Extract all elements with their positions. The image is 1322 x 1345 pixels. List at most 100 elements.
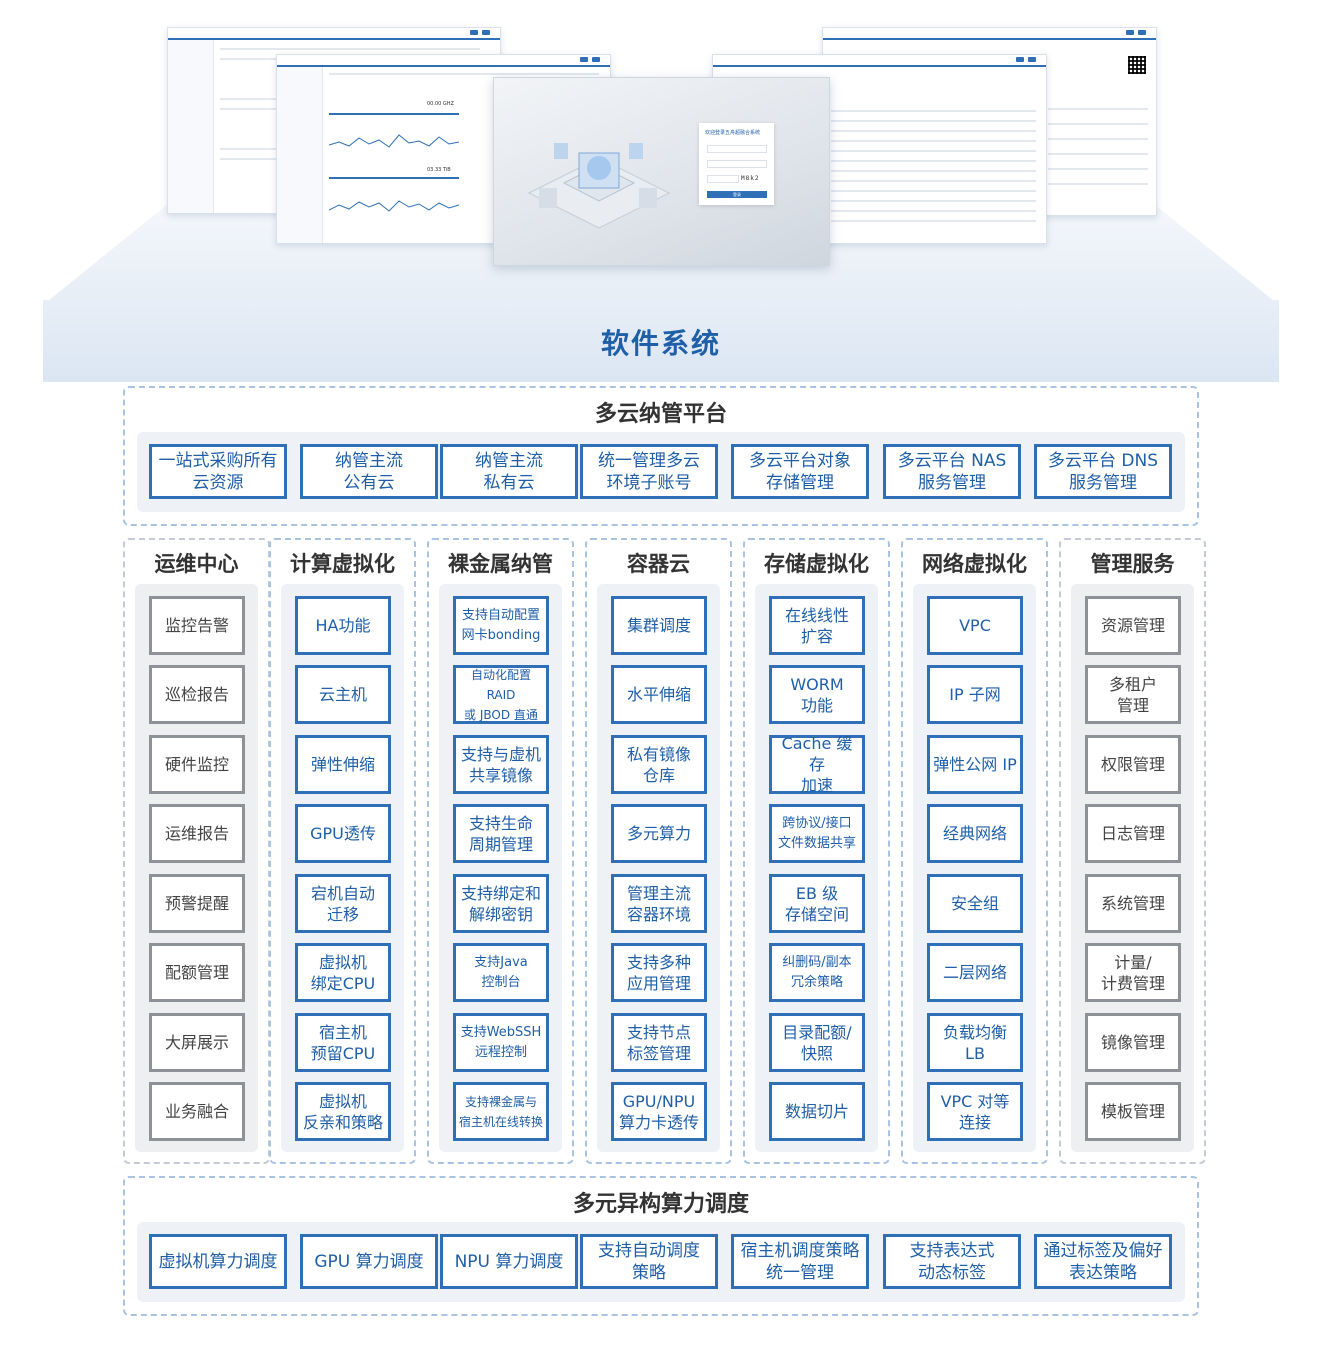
- screenshot-sidebar: [277, 67, 323, 243]
- scheduling-item: 通过标签及偏好 表达策略: [1034, 1234, 1172, 1289]
- capability-item: 数据切片: [769, 1082, 865, 1141]
- capability-item: 纠删码/副本 冗余策略: [769, 943, 865, 1002]
- multi-cloud-panel: 一站式采购所有 云资源 纳管主流 公有云 纳管主流 私有云 统一管理多云 环境子…: [137, 432, 1185, 512]
- captcha-input[interactable]: [707, 175, 739, 183]
- capability-item: 权限管理: [1085, 735, 1181, 794]
- screenshot-topbar: [823, 28, 1156, 40]
- multi-cloud-item: 纳管主流 私有云: [440, 444, 578, 499]
- column-bare-metal: 裸金属纳管支持自动配置 网卡bonding 自动化配置 RAID 或 JBOD 直…: [427, 538, 574, 1164]
- capability-item: 大屏展示: [149, 1013, 245, 1072]
- scheduling-panel: 虚拟机算力调度 GPU 算力调度 NPU 算力调度 支持自动调度 策略 宿主机调…: [137, 1222, 1185, 1302]
- capability-item: HA功能: [295, 596, 391, 655]
- capability-item: WORM 功能: [769, 665, 865, 724]
- username-input[interactable]: [707, 145, 767, 153]
- screenshot-login: 欢迎登录五舟超融合系统 M8k2 登录: [493, 77, 830, 266]
- capability-item: 宿主机 预留CPU: [295, 1013, 391, 1072]
- password-input[interactable]: [707, 160, 767, 168]
- multi-cloud-item: 纳管主流 公有云: [300, 444, 438, 499]
- scheduling-item: GPU 算力调度: [300, 1234, 438, 1289]
- scheduling-item: 宿主机调度策略 统一管理: [731, 1234, 869, 1289]
- capability-item: 硬件监控: [149, 735, 245, 794]
- login-button[interactable]: 登录: [707, 191, 767, 198]
- column-title: 容器云: [627, 552, 690, 576]
- column-ops-center: 运维中心监控告警巡检报告硬件监控运维报告预警提醒配额管理大屏展示业务融合: [123, 538, 270, 1164]
- capability-item: EB 级 存储空间: [769, 874, 865, 933]
- capability-item: 在线线性 扩容: [769, 596, 865, 655]
- capability-item: 管理主流 容器环境: [611, 874, 707, 933]
- capability-item: 支持自动配置 网卡bonding: [453, 596, 549, 655]
- scheduling-title: 多元异构算力调度: [572, 1192, 749, 1217]
- capability-item: 镜像管理: [1085, 1013, 1181, 1072]
- capability-item: 支持节点 标签管理: [611, 1013, 707, 1072]
- multi-cloud-title: 多云纳管平台: [594, 402, 727, 427]
- screenshot-topbar: [713, 55, 1046, 67]
- screenshot-collage: 00.00 GHZ 03.33 TiB: [0, 0, 1322, 305]
- capability-item: 配额管理: [149, 943, 245, 1002]
- capability-item: 集群调度: [611, 596, 707, 655]
- capability-item: VPC: [927, 596, 1023, 655]
- login-card: 欢迎登录五舟超融合系统 M8k2 登录: [699, 123, 774, 205]
- capability-item: 跨协议/接口 文件数据共享: [769, 804, 865, 863]
- column-panel: 支持自动配置 网卡bonding 自动化配置 RAID 或 JBOD 直通支持与虚…: [439, 584, 562, 1152]
- column-panel: 资源管理多租户 管理权限管理日志管理系统管理计量/ 计费管理镜像管理模板管理: [1071, 584, 1194, 1152]
- capability-item: 水平伸缩: [611, 665, 707, 724]
- column-storage-virtualization: 存储虚拟化在线线性 扩容 WORM 功能 Cache 缓存 加速跨协议/接口 文件数…: [743, 538, 890, 1164]
- capability-item: 云主机: [295, 665, 391, 724]
- scheduling-item: 支持自动调度 策略: [580, 1234, 718, 1289]
- capability-item: 自动化配置 RAID 或 JBOD 直通: [453, 665, 549, 724]
- datacenter-illustration: [527, 143, 671, 229]
- capability-item: 系统管理: [1085, 874, 1181, 933]
- capability-item: 支持Java 控制台: [453, 943, 549, 1002]
- capability-item: 虚拟机 反亲和策略: [295, 1082, 391, 1141]
- capability-item: GPU透传: [295, 804, 391, 863]
- column-panel: HA功能云主机弹性伸缩 GPU透传宕机自动 迁移虚拟机 绑定CPU 宿主机 预留CP…: [281, 584, 404, 1152]
- capability-item: 经典网络: [927, 804, 1023, 863]
- dashboard-cpu-value: 00.00 GHZ: [427, 101, 454, 107]
- storage-usage-chart: [329, 200, 459, 212]
- qr-code-icon: [1128, 56, 1146, 74]
- column-panel: 集群调度水平伸缩私有镜像 仓库多元算力管理主流 容器环境支持多种 应用管理支持节…: [597, 584, 720, 1152]
- column-title: 网络虚拟化: [922, 552, 1027, 576]
- column-container-cloud: 容器云集群调度水平伸缩私有镜像 仓库多元算力管理主流 容器环境支持多种 应用管理…: [585, 538, 732, 1164]
- capability-item: 安全组: [927, 874, 1023, 933]
- capability-item: 二层网络: [927, 943, 1023, 1002]
- capability-item: 负载均衡 LB: [927, 1013, 1023, 1072]
- capability-item: 支持与虚机 共享镜像: [453, 735, 549, 794]
- capability-item: Cache 缓存 加速: [769, 734, 865, 795]
- capability-item: 模板管理: [1085, 1082, 1181, 1141]
- capability-item: 虚拟机 绑定CPU: [295, 943, 391, 1002]
- multi-cloud-item: 多云平台对象 存储管理: [731, 444, 869, 499]
- capability-item: 监控告警: [149, 596, 245, 655]
- capability-item: 巡检报告: [149, 665, 245, 724]
- screenshot-topbar: [277, 55, 610, 67]
- screenshot-sidebar: [168, 40, 214, 213]
- capability-item: VPC 对等 连接: [927, 1082, 1023, 1141]
- capability-item: 目录配额/ 快照: [769, 1013, 865, 1072]
- capability-item: 弹性伸缩: [295, 735, 391, 794]
- screenshot-topbar: [168, 28, 500, 40]
- multi-cloud-item: 多云平台 DNS 服务管理: [1034, 444, 1172, 499]
- column-panel: 监控告警巡检报告硬件监控运维报告预警提醒配额管理大屏展示业务融合: [135, 584, 258, 1152]
- scheduling-item: 支持表达式 动态标签: [883, 1234, 1021, 1289]
- column-management-services: 管理服务资源管理多租户 管理权限管理日志管理系统管理计量/ 计费管理镜像管理模板…: [1059, 538, 1206, 1164]
- column-title: 裸金属纳管: [448, 552, 553, 576]
- column-title: 存储虚拟化: [764, 552, 869, 576]
- scheduling-section: 多元异构算力调度 虚拟机算力调度 GPU 算力调度 NPU 算力调度 支持自动调…: [123, 1176, 1199, 1316]
- scheduling-item: NPU 算力调度: [440, 1234, 578, 1289]
- page-title: 软件系统: [600, 327, 721, 360]
- multi-cloud-item: 统一管理多云 环境子账号: [580, 444, 718, 499]
- capability-item: 私有镜像 仓库: [611, 735, 707, 794]
- capability-item: 运维报告: [149, 804, 245, 863]
- capability-item: 宕机自动 迁移: [295, 874, 391, 933]
- title-band: 软件系统: [43, 300, 1279, 382]
- multi-cloud-section: 多云纳管平台 一站式采购所有 云资源 纳管主流 公有云 纳管主流 私有云 统一管…: [123, 386, 1199, 526]
- multi-cloud-item: 多云平台 NAS 服务管理: [883, 444, 1021, 499]
- scheduling-item: 虚拟机算力调度: [149, 1234, 287, 1289]
- capability-item: 支持WebSSH 远程控制: [453, 1013, 549, 1072]
- capability-item: 支持生命 周期管理: [453, 804, 549, 863]
- capability-item: 日志管理: [1085, 804, 1181, 863]
- cpu-usage-chart: [329, 134, 459, 148]
- captcha-image[interactable]: M8k2: [741, 175, 760, 182]
